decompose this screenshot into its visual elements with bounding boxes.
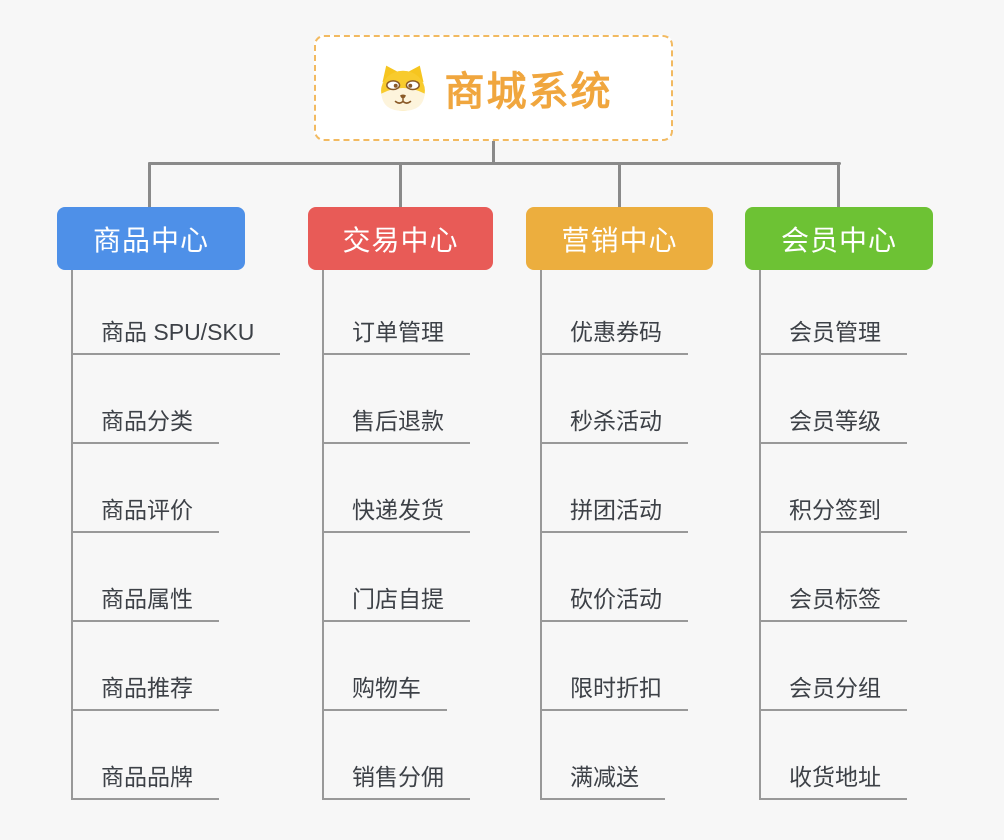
leaf-node[interactable]: 会员管理 [759, 313, 907, 355]
leaf-node[interactable]: 会员标签 [759, 580, 907, 622]
leaf-node[interactable]: 会员等级 [759, 402, 907, 444]
dog-face-icon [380, 65, 425, 111]
leaf-node[interactable]: 快递发货 [322, 491, 470, 533]
leaf-node[interactable]: 购物车 [322, 669, 447, 711]
leaf-node[interactable]: 砍价活动 [540, 580, 688, 622]
connector-root-drop [492, 138, 495, 165]
leaf-node[interactable]: 限时折扣 [540, 669, 688, 711]
leaf-node[interactable]: 门店自提 [322, 580, 470, 622]
branch-member-center: 会员中心 会员管理 会员等级 积分签到 会员标签 会员分组 收货地址 [745, 207, 965, 800]
connector-drop-product [148, 162, 151, 210]
branch-product-center: 商品中心 商品 SPU/SKU 商品分类 商品评价 商品属性 商品推荐 商品品牌 [57, 207, 281, 800]
leaf-node[interactable]: 销售分佣 [322, 758, 470, 800]
connector-drop-marketing [618, 162, 621, 210]
leaf-node[interactable]: 商品评价 [71, 491, 219, 533]
branch-marketing-center: 营销中心 优惠券码 秒杀活动 拼团活动 砍价活动 限时折扣 满减送 [526, 207, 746, 800]
root-node[interactable]: 商城系统 [314, 35, 673, 141]
branch-header-marketing-center[interactable]: 营销中心 [526, 207, 713, 270]
root-title: 商城系统 [444, 70, 613, 114]
branch-marketing-leaves: 优惠券码 秒杀活动 拼团活动 砍价活动 限时折扣 满减送 [526, 266, 746, 800]
leaf-node[interactable]: 收货地址 [759, 758, 907, 800]
leaf-node[interactable]: 优惠券码 [540, 313, 688, 355]
leaf-node[interactable]: 订单管理 [322, 313, 470, 355]
branch-header-product-center[interactable]: 商品中心 [57, 207, 245, 270]
leaf-node[interactable]: 拼团活动 [540, 491, 688, 533]
connector-drop-trade [399, 162, 402, 210]
leaf-node[interactable]: 售后退款 [322, 402, 470, 444]
branch-trade-center: 交易中心 订单管理 售后退款 快递发货 门店自提 购物车 销售分佣 [308, 207, 528, 800]
connector-drop-member [837, 162, 840, 210]
leaf-node[interactable]: 商品 SPU/SKU [71, 313, 281, 355]
leaf-node[interactable]: 商品推荐 [71, 669, 219, 711]
leaf-node[interactable]: 秒杀活动 [540, 402, 688, 444]
leaf-node[interactable]: 满减送 [540, 758, 665, 800]
branch-member-leaves: 会员管理 会员等级 积分签到 会员标签 会员分组 收货地址 [745, 266, 965, 800]
leaf-node[interactable]: 积分签到 [759, 491, 907, 533]
leaf-node[interactable]: 商品品牌 [71, 758, 219, 800]
leaf-node[interactable]: 商品分类 [71, 402, 219, 444]
branch-header-trade-center[interactable]: 交易中心 [308, 207, 493, 270]
leaf-node[interactable]: 会员分组 [759, 669, 907, 711]
branch-product-leaves: 商品 SPU/SKU 商品分类 商品评价 商品属性 商品推荐 商品品牌 [57, 266, 281, 800]
leaf-node[interactable]: 商品属性 [71, 580, 219, 622]
branch-trade-leaves: 订单管理 售后退款 快递发货 门店自提 购物车 销售分佣 [308, 266, 528, 800]
connector-cross-bar [148, 162, 841, 165]
branch-header-member-center[interactable]: 会员中心 [745, 207, 933, 270]
